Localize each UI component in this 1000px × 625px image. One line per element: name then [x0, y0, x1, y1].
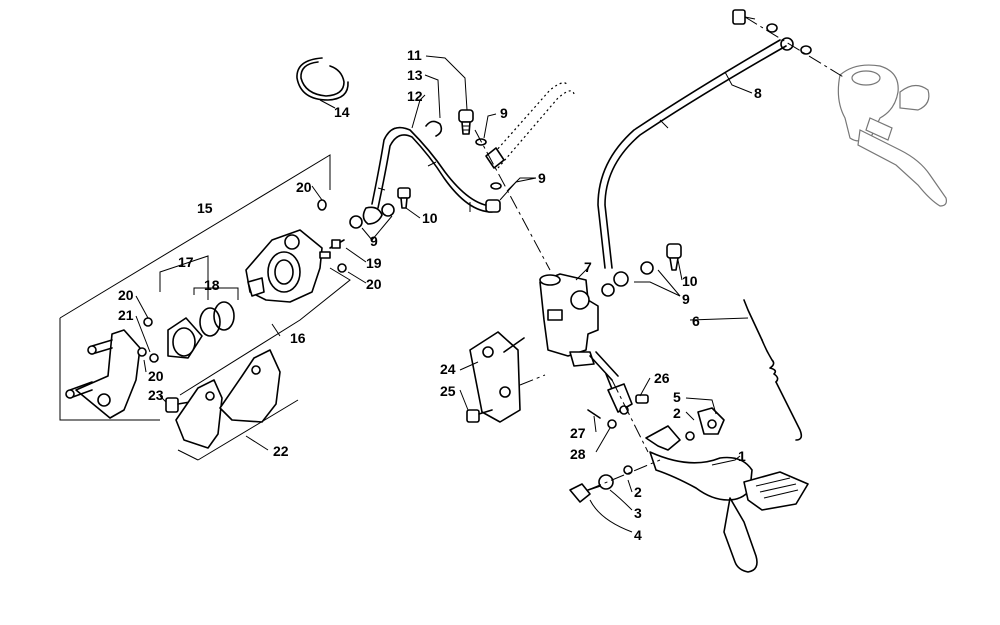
- handlebar-master-cylinder-ghost: [837, 64, 947, 207]
- callout-3: 3: [634, 505, 642, 521]
- callout-25: 25: [440, 383, 456, 399]
- callout-16: 16: [290, 330, 306, 346]
- callout-22: 22: [273, 443, 289, 459]
- mounting-bracket-24: [469, 331, 525, 423]
- washer-9-c: [349, 215, 363, 229]
- clip-14: [296, 57, 349, 101]
- bolt-25: [466, 409, 493, 423]
- washer-9-d: [381, 203, 395, 217]
- callout-9-right: 9: [682, 291, 690, 307]
- callout-27: 27: [570, 425, 586, 441]
- washer-9-b: [490, 182, 502, 190]
- washer-20-a: [317, 199, 327, 211]
- bolt-23: [165, 397, 191, 413]
- master-cylinder-7: [539, 273, 619, 381]
- caliper-bracket: [65, 329, 141, 419]
- callout-28: 28: [570, 446, 586, 462]
- brake-pads-22: [175, 349, 281, 449]
- piston-17: [167, 317, 203, 359]
- callout-18: 18: [204, 277, 220, 293]
- callout-20-top: 20: [296, 179, 312, 195]
- callout-20-lower: 20: [148, 368, 164, 384]
- bleeder-bolt-10b: [666, 243, 682, 271]
- bleeder-valve-19: [329, 239, 345, 249]
- callout-11: 11: [407, 47, 422, 63]
- callout-9-top: 9: [500, 105, 508, 121]
- caliper-group-outline-15: [59, 154, 331, 421]
- banjo-bolt-top: [732, 9, 812, 55]
- callout-20-left: 20: [118, 287, 134, 303]
- clip-13: [425, 120, 443, 137]
- seals-18: [199, 301, 235, 337]
- push-rod-clevis: [605, 373, 633, 415]
- bleeder-bolt-10: [397, 187, 411, 209]
- washer-28: [607, 419, 617, 429]
- callout-5: 5: [673, 389, 681, 405]
- callout-23: 23: [148, 387, 164, 403]
- caliper-body-16: [245, 229, 331, 303]
- callout-14: 14: [334, 104, 350, 120]
- callout-7: 7: [584, 259, 592, 275]
- callout-numbers: 1 2 3 4 2 5 6 7 8 9 9 9 9 10 10 11 12 13…: [118, 47, 762, 543]
- callout-9-mid: 9: [538, 170, 546, 186]
- washer-20-d: [137, 347, 147, 357]
- cotter-pin-27: [587, 409, 601, 419]
- callout-6: 6: [692, 313, 700, 329]
- pin-26: [635, 394, 649, 404]
- callout-26: 26: [654, 370, 670, 386]
- callout-10-right: 10: [682, 273, 698, 289]
- callout-20-right: 20: [366, 276, 382, 292]
- callout-13: 13: [407, 67, 423, 83]
- callout-17: 17: [178, 254, 194, 270]
- callout-15: 15: [197, 200, 213, 216]
- callout-24: 24: [440, 361, 456, 377]
- callout-10-upper: 10: [422, 210, 438, 226]
- callout-21: 21: [118, 307, 134, 323]
- callout-9-left: 9: [370, 233, 378, 249]
- pedal-bracket-5: [697, 407, 725, 435]
- hose-ghost: [485, 82, 575, 169]
- banjo-bolt-11: [458, 109, 474, 135]
- return-spring-6: [743, 299, 803, 441]
- callout-1: 1: [738, 448, 746, 464]
- callout-19: 19: [366, 255, 382, 271]
- callout-12: 12: [407, 88, 423, 104]
- brake-pedal-1: [645, 425, 809, 573]
- callout-2-lower: 2: [634, 484, 642, 500]
- washer-2-a: [685, 431, 695, 441]
- callout-8: 8: [754, 85, 762, 101]
- brake-hose-8: [597, 39, 787, 287]
- washer-20-b: [143, 317, 153, 327]
- washer-20-c: [337, 263, 347, 273]
- callout-4: 4: [634, 527, 642, 543]
- leader-lines: [135, 55, 753, 533]
- brake-hose-12: [362, 126, 501, 225]
- washer-9-e: [601, 283, 615, 297]
- washer-21: [149, 353, 159, 363]
- callout-2-upper: 2: [673, 405, 681, 421]
- washer-9-f: [640, 261, 654, 275]
